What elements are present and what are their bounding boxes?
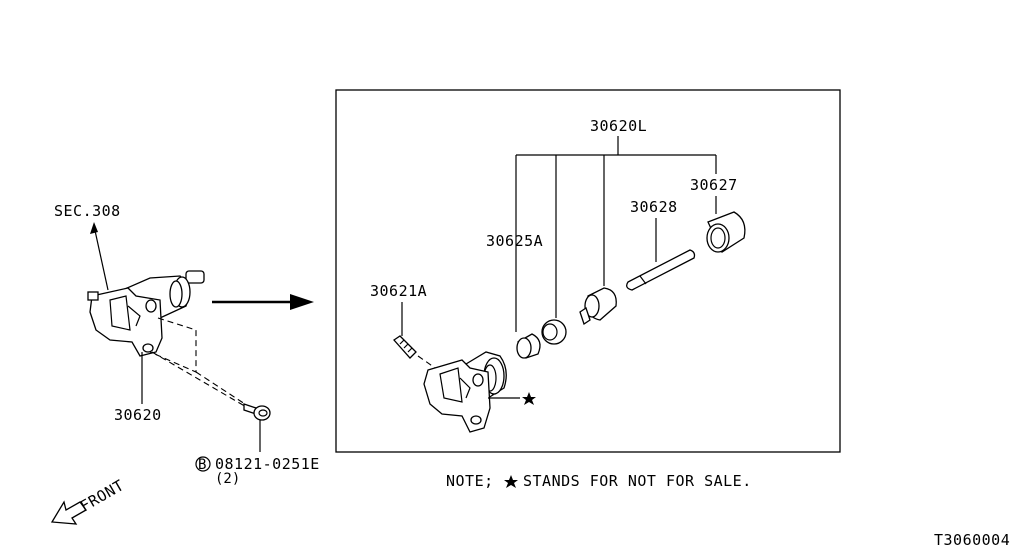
cylinder-ring: [169, 280, 183, 308]
circled-b-icon: B: [195, 456, 211, 473]
piston-cup: [541, 319, 567, 345]
outlet-nipple: [185, 270, 205, 284]
bracket-hole-bottom: [142, 343, 154, 353]
assembly-part-label: 30620: [114, 406, 162, 424]
bleeder-stub: [87, 291, 99, 301]
push-rod: [626, 249, 696, 291]
bolt-part-label: 08121-0251E: [215, 455, 320, 473]
sec-ref-label: SEC.308: [54, 202, 121, 220]
exploded-cylinder-body: [423, 351, 507, 433]
front-arrow-icon: [50, 500, 87, 525]
bracket-face: [109, 295, 131, 331]
right-arrow-icon: [212, 294, 314, 310]
bracket-hole-top: [145, 299, 157, 313]
bracket-notch: [127, 305, 141, 327]
svg-text:B: B: [198, 457, 206, 473]
front-label: FRONT: [77, 476, 127, 515]
mounting-bracket: [89, 287, 163, 357]
dust-boot: [706, 211, 746, 253]
bolt-guide-mid: [195, 371, 249, 407]
bolt-head-inner: [258, 409, 268, 417]
note-star-icon: [504, 475, 518, 488]
bolt-guide-lower: [151, 351, 249, 409]
kit-part-label: 30620L: [590, 117, 647, 135]
piston-seal: [516, 333, 541, 359]
piston: [579, 287, 617, 326]
note-text: STANDS FOR NOT FOR SALE.: [523, 472, 752, 490]
note-prefix: NOTE;: [446, 472, 494, 490]
bleeder-part-label: 30621A: [370, 282, 427, 300]
star-icon: [522, 392, 536, 405]
push-rod-part-label: 30628: [630, 198, 678, 216]
bolt-head: [253, 405, 271, 421]
piston-kit-part-label: 30625A: [486, 232, 543, 250]
boot-part-label: 30627: [690, 176, 738, 194]
bleeder-screw: [393, 335, 417, 359]
bolt: [243, 403, 271, 421]
bolt-guide-upper: [149, 317, 197, 373]
diagram-code: T3060004: [934, 531, 1010, 549]
assembled-cylinder: [87, 270, 249, 409]
sec-ref-arrowhead: [90, 222, 98, 234]
exploded-view-frame: [335, 89, 841, 453]
bolt-qty-label: (2): [215, 471, 240, 487]
sec-ref-leader: [93, 225, 109, 291]
